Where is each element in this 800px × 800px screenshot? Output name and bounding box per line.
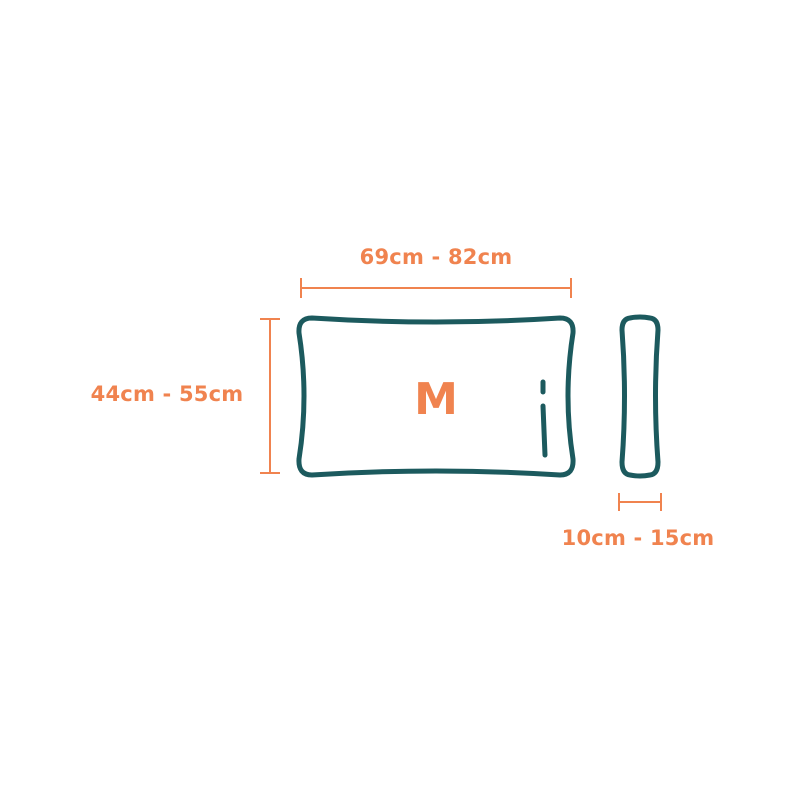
pillow-front-icon: M xyxy=(296,315,576,478)
length-dimension-label: 69cm - 82cm xyxy=(360,245,513,269)
length-dimension: 69cm - 82cm xyxy=(300,245,572,298)
height-dimension: 44cm - 55cm xyxy=(91,318,280,474)
depth-dimension: 10cm - 15cm xyxy=(562,493,715,550)
pillow-logo: M xyxy=(414,374,458,425)
pillow-front-seam-long xyxy=(540,403,548,458)
depth-dimension-label: 10cm - 15cm xyxy=(562,526,715,550)
pillow-front-outline xyxy=(296,315,576,478)
pillow-side-outline xyxy=(619,314,661,479)
pillow-side-icon xyxy=(619,314,661,479)
height-dimension-label: 44cm - 55cm xyxy=(91,382,244,406)
